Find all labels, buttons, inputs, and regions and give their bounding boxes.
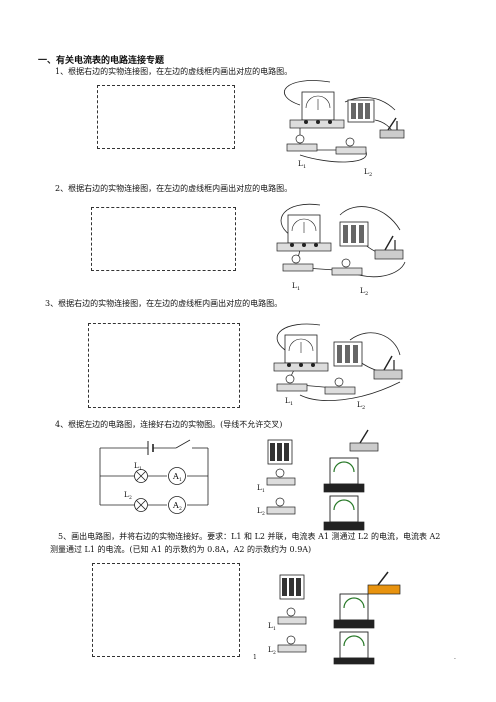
answer-box-1[interactable]	[97, 85, 235, 149]
ammeter-icon	[333, 593, 375, 629]
question-5-text-line-2: 测量通过 L1 的电流。(已知 A1 的示数约为 0.8A，A2 的示数约为 0…	[50, 545, 312, 554]
svg-text:1: 1	[273, 626, 276, 632]
ammeter-a1-symbol: A 1	[168, 467, 186, 485]
switch-icon	[349, 429, 379, 452]
label-l1-sub: 1	[303, 164, 306, 170]
question-1-text: 1、根据右边的实物连接图，在左边的虚线框内画出对应的电路图。	[55, 67, 293, 76]
question-5-text-line-1: 5、画出电路图，并将右边的实物连接好。要求：L1 和 L2 并联，电流表 A1 …	[58, 532, 441, 541]
svg-text:L: L	[124, 491, 129, 499]
label-l1: L	[292, 282, 297, 290]
svg-text:2: 2	[179, 506, 182, 512]
bulb-l2-icon	[324, 377, 356, 395]
svg-text:A: A	[172, 501, 179, 510]
label-l2-sub: 2	[365, 291, 368, 297]
svg-text:A: A	[172, 472, 179, 481]
lamp-l1-symbol	[134, 469, 148, 483]
svg-text:1: 1	[179, 477, 182, 483]
svg-text:1: 1	[139, 466, 142, 472]
bulb-l1-icon	[286, 134, 318, 152]
switch-icon	[374, 235, 404, 260]
question-3-text: 3、根据右边的实物连接图，在左边的虚线框内画出对应的电路图。	[45, 299, 283, 308]
svg-text:2: 2	[273, 650, 276, 656]
answer-box-2[interactable]	[91, 207, 236, 271]
ammeter-icon	[276, 214, 332, 252]
svg-text:2: 2	[262, 511, 265, 517]
question-2-text: 2、根据右边的实物连接图，在左边的虚线框内画出对应的电路图。	[55, 184, 293, 193]
bulb-l2-icon	[331, 258, 363, 276]
bulb-l2-icon	[266, 497, 296, 515]
bulb-l1-icon	[282, 254, 314, 272]
lamp-l2-symbol	[134, 498, 148, 512]
battery-icon	[279, 574, 305, 600]
bulb-l1-icon	[266, 468, 296, 486]
svg-text:1: 1	[262, 488, 265, 494]
label-l1-sub: 1	[297, 286, 300, 292]
answer-box-3[interactable]	[88, 323, 240, 408]
svg-text:L: L	[257, 507, 262, 515]
ammeter-icon	[323, 457, 365, 493]
svg-text:L: L	[268, 646, 273, 654]
label-l2: L	[364, 168, 369, 176]
page-mark: .	[454, 654, 456, 661]
bulb-l1-icon	[277, 607, 307, 625]
battery-icon	[333, 341, 363, 367]
switch-icon	[379, 117, 405, 139]
label-l1: L	[285, 397, 290, 405]
svg-text:L: L	[257, 484, 262, 492]
label-l2-sub: 2	[362, 405, 365, 411]
svg-text:L: L	[268, 622, 273, 630]
label-l1: L	[298, 160, 303, 168]
switch-icon	[373, 355, 403, 380]
answer-box-5[interactable]	[92, 563, 240, 657]
svg-text:L: L	[134, 462, 139, 470]
label-l1-sub: 1	[290, 401, 293, 407]
switch-icon	[367, 571, 401, 595]
ammeter-icon	[289, 91, 345, 129]
bulb-l1-icon	[276, 374, 308, 392]
page-number: 1	[253, 654, 257, 661]
label-l2-sub: 2	[369, 172, 372, 178]
ammeter-icon	[323, 495, 365, 531]
question-4-text: 4、根据左边的电路图，连接好右边的实物图。(导线不允许交叉)	[55, 420, 283, 429]
ammeter-a2-symbol: A 2	[168, 496, 186, 514]
label-l2: L	[357, 401, 362, 409]
label-l2: L	[360, 287, 365, 295]
battery-icon	[347, 99, 375, 123]
ammeter-icon	[333, 631, 375, 665]
svg-text:2: 2	[129, 495, 132, 501]
battery-icon	[339, 221, 369, 247]
ammeter-icon	[273, 334, 329, 372]
bulb-l2-icon	[335, 137, 367, 155]
section-title: 一、有关电流表的电路连接专题	[38, 56, 165, 66]
battery-icon	[267, 439, 293, 465]
bulb-l2-icon	[277, 635, 307, 653]
